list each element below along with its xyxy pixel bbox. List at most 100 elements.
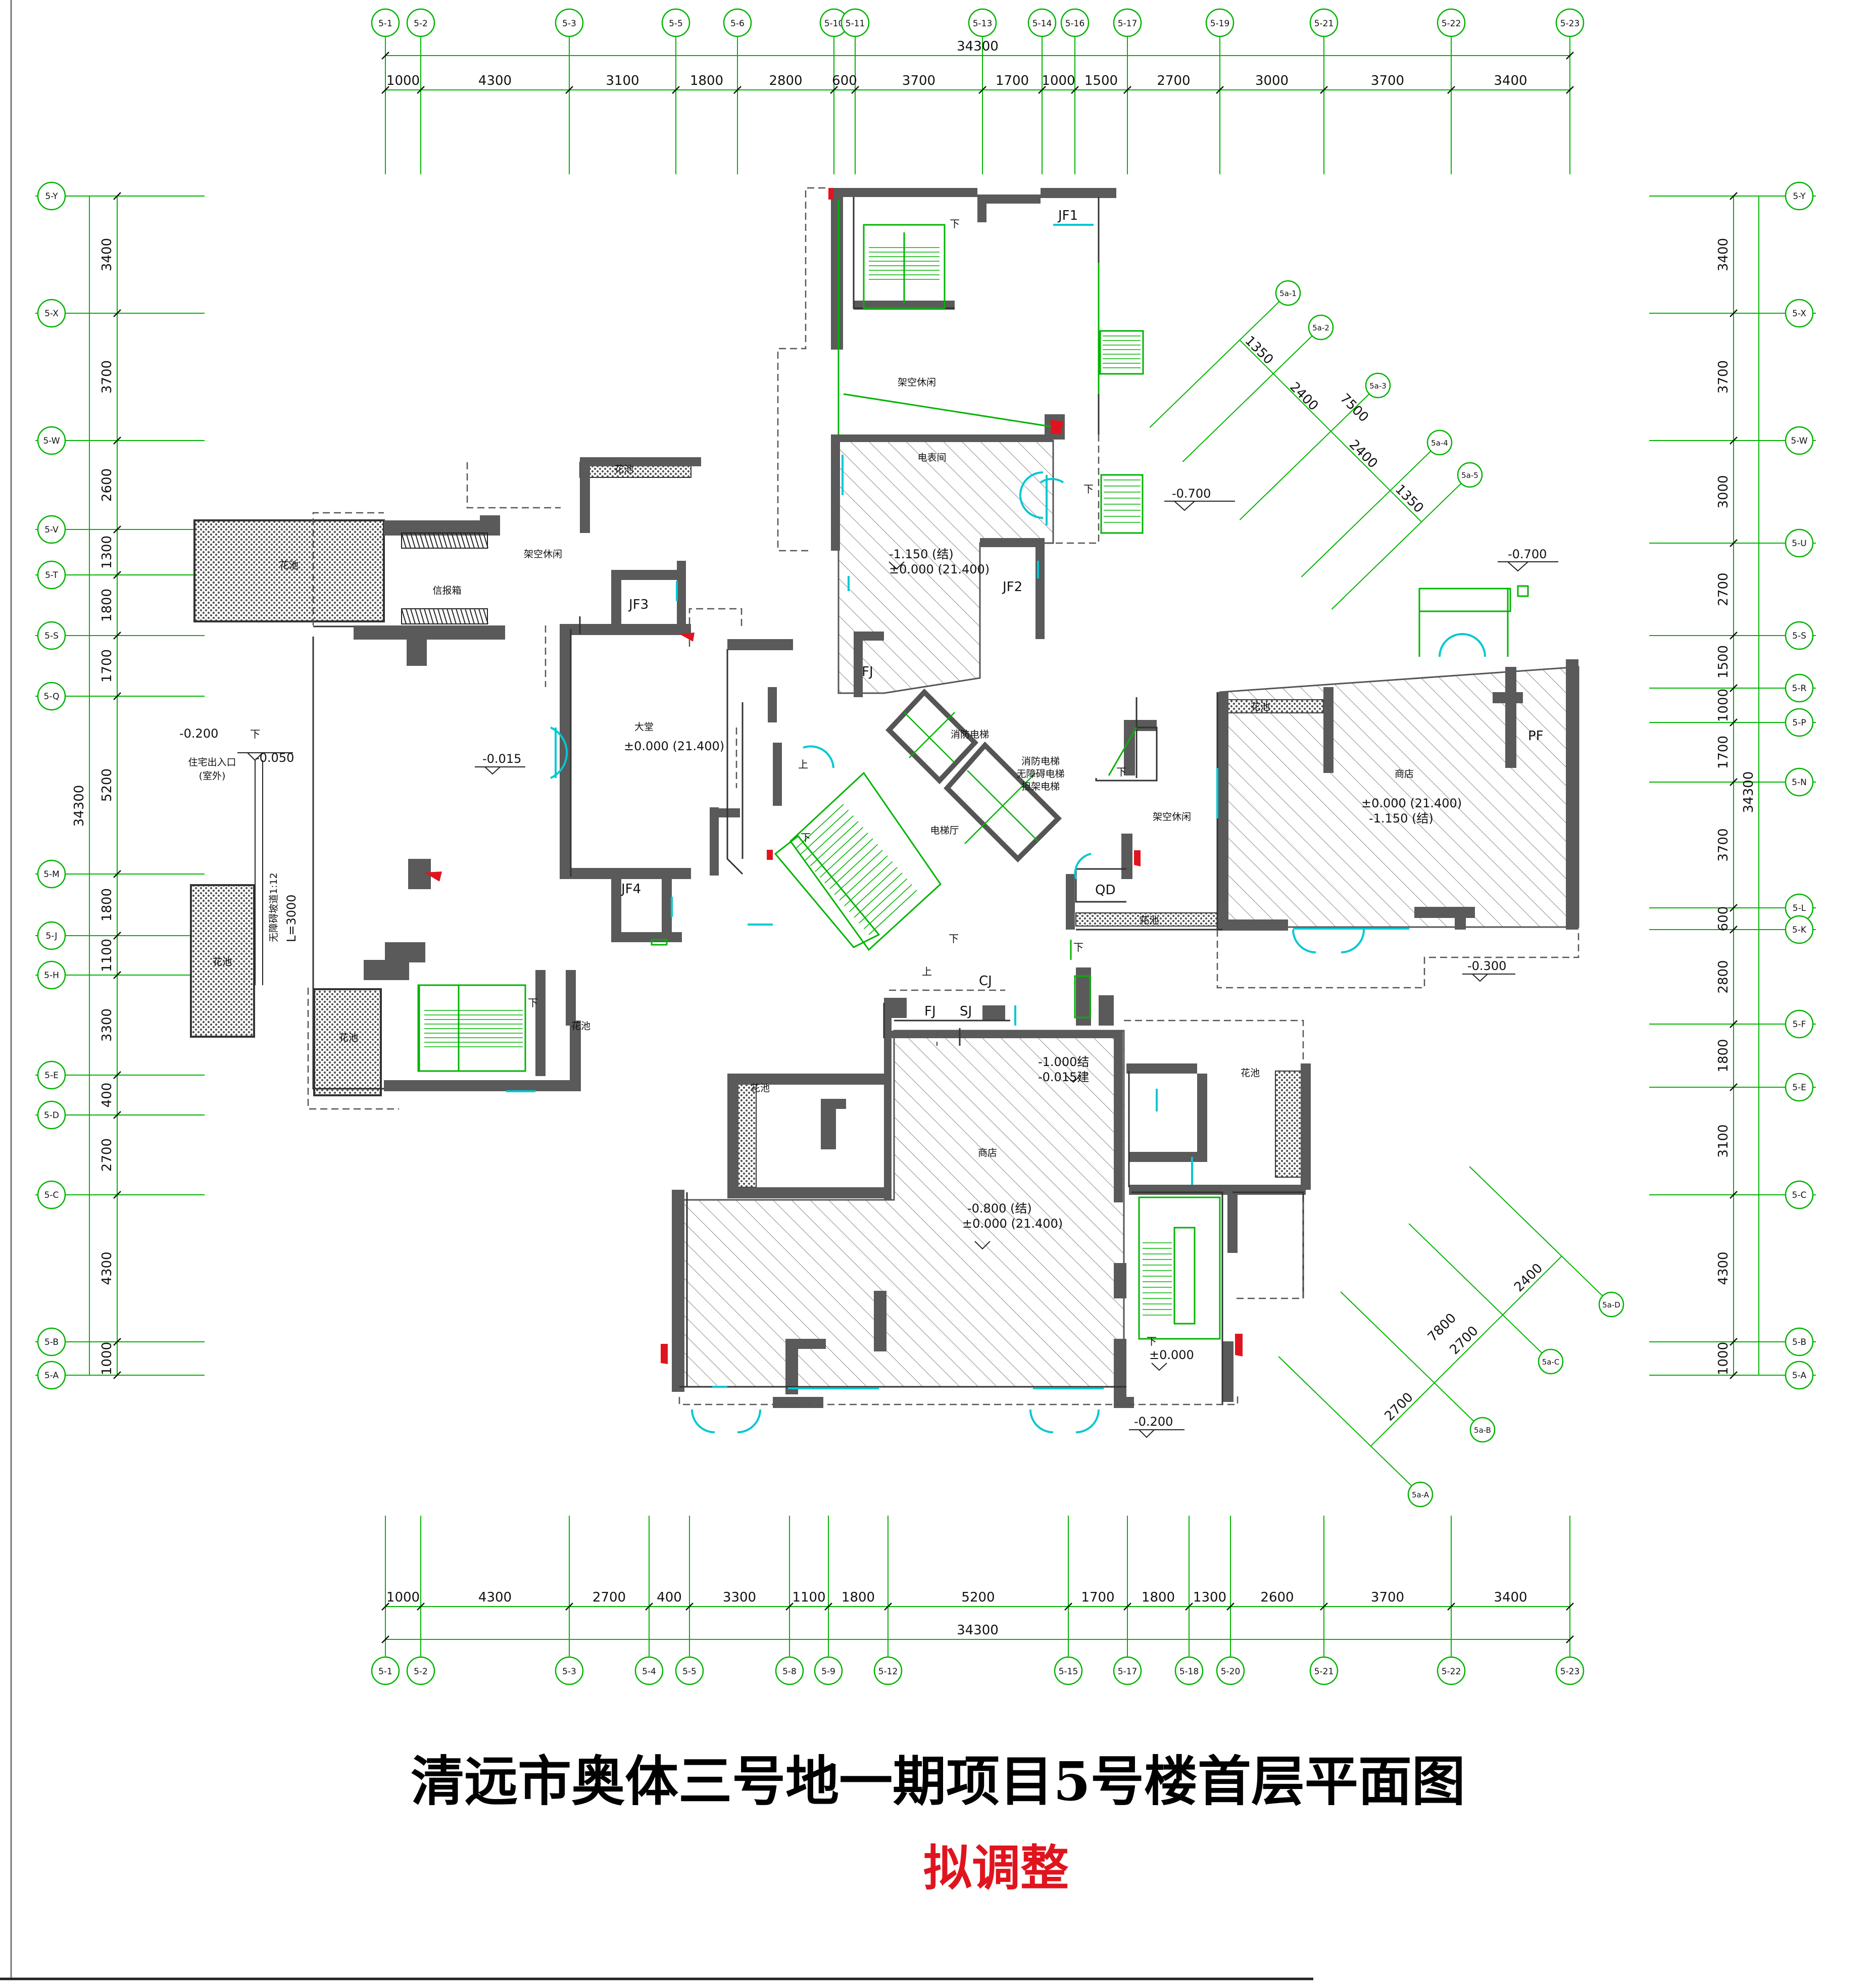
arrow-down-7: 下: [1073, 941, 1083, 953]
bottom-spacing: 4300: [478, 1590, 512, 1605]
label-jf4: JF4: [620, 882, 641, 897]
planter-s2: [1275, 1071, 1302, 1178]
lattice-bar: [465, 608, 470, 624]
label-pf: PF: [1528, 729, 1544, 744]
left-spacing: 3300: [100, 1008, 115, 1042]
label-ramp-length: L=3000: [284, 894, 299, 942]
left-bubble-label: 5-H: [44, 971, 59, 981]
lattice-bar: [474, 608, 479, 624]
label-jf3: JF3: [628, 597, 649, 612]
ne-bubble: [1457, 462, 1483, 488]
top-bubble: [968, 8, 997, 37]
top-bubble: [1309, 8, 1339, 37]
ne-spacing: 1350: [1242, 333, 1276, 367]
left-spacing: 1000: [100, 1342, 115, 1375]
top-tick: [830, 86, 838, 94]
bottom-bubble: [1054, 1656, 1083, 1685]
left-spacing: 400: [100, 1083, 115, 1108]
ne-spacing: 1350: [1392, 481, 1426, 516]
elev-dating: ±0.000 (21.400): [624, 739, 724, 753]
top-tick: [733, 86, 742, 94]
top-spacing: 3700: [1371, 73, 1404, 88]
label-dating: 大堂: [634, 721, 654, 733]
se-dim-line: [1370, 1255, 1562, 1447]
bottom-bubble-label: 5-5: [682, 1667, 697, 1677]
lattice-bar: [401, 608, 407, 624]
arrow-down-2: 下: [949, 933, 959, 945]
left-bubble-label: 5-A: [44, 1371, 59, 1381]
ne-bubble-label: 5a-3: [1369, 381, 1387, 391]
top-bubble-label: 5-6: [730, 19, 745, 29]
level-000: ±0.000: [1149, 1348, 1194, 1362]
lattice-bar: [419, 532, 425, 549]
label-huachi-2: 花池: [213, 956, 232, 967]
se-bubble: [1538, 1348, 1564, 1375]
lattice-bar: [406, 608, 411, 624]
top-bubble-label: 5-5: [669, 19, 683, 29]
left-spacing: 1300: [100, 536, 115, 569]
top-bubble-label: 5-16: [1065, 19, 1085, 29]
right-bubble: [1785, 673, 1814, 703]
top-spacing: 3400: [1494, 73, 1527, 88]
left-spacing: 2600: [100, 468, 115, 502]
bottom-bubble-label: 5-2: [414, 1667, 428, 1677]
right-tick: [1730, 684, 1738, 692]
right-tick: [1730, 437, 1738, 445]
right-spacing: 1800: [1716, 1039, 1731, 1072]
label-sj: SJ: [960, 1004, 972, 1019]
left-spacing: 3400: [100, 238, 115, 271]
lattice-bar: [433, 608, 438, 624]
arrow-down-4: 下: [528, 997, 538, 1009]
ne-gridline: [1182, 327, 1321, 462]
left-tick: [113, 932, 121, 940]
right-bubble: [1785, 426, 1814, 455]
left-tick: [113, 1191, 121, 1199]
top-bubble: [406, 8, 435, 37]
right-tick: [1730, 778, 1738, 786]
bottom-spacing: 2700: [593, 1590, 626, 1605]
top-spacing: 1700: [996, 73, 1029, 88]
label-huachi-1: 花池: [279, 560, 299, 571]
top-spacing: 2700: [1157, 73, 1190, 88]
ne-dim-line: [1239, 340, 1422, 522]
left-bubble: [37, 515, 66, 544]
bottom-bubble-label: 5-12: [878, 1667, 898, 1677]
label-cj: CJ: [979, 974, 992, 989]
top-bubble-label: 5-22: [1442, 19, 1461, 29]
bottom-bubble: [873, 1656, 903, 1685]
level-m0200a: -0.200: [179, 726, 218, 741]
bottom-bubble-label: 5-9: [821, 1667, 835, 1677]
ne-bubble-label: 5a-4: [1431, 439, 1448, 448]
right-bubble: [1785, 1361, 1814, 1390]
left-tick: [113, 1371, 121, 1379]
ne-bubble-label: 5a-5: [1461, 471, 1478, 480]
right-bubble-label: 5-B: [1792, 1337, 1806, 1347]
left-bubble: [37, 1100, 66, 1130]
left-bubble: [37, 299, 66, 328]
left-bubble-label: 5-Y: [45, 191, 58, 202]
left-tick: [113, 1111, 121, 1119]
bottom-bubble-label: 5-22: [1442, 1667, 1461, 1677]
left-spacing: 4300: [100, 1251, 115, 1285]
top-spacing: 1000: [386, 73, 420, 88]
bottom-tick: [1064, 1603, 1072, 1611]
left-spacing: 1100: [100, 939, 115, 972]
stair-tread: [849, 867, 898, 912]
left-bubble: [37, 960, 66, 990]
arrow-up-1: 上: [798, 758, 808, 770]
right-tick: [1730, 718, 1738, 726]
se-bubble-label: 5a-D: [1602, 1300, 1620, 1310]
left-tick: [113, 571, 121, 579]
level-m0700b: -0.700: [1508, 547, 1547, 561]
label-ramp: 无障碍坡道1:12: [268, 872, 279, 942]
se-bubble: [1598, 1291, 1624, 1318]
right-tick: [1730, 904, 1738, 912]
left-bubble-label: 5-J: [46, 931, 58, 941]
bottom-tick: [1566, 1635, 1574, 1643]
stair-tread: [800, 809, 849, 855]
level-m0015b: -0.015建: [1038, 1070, 1089, 1084]
label-dianbiao: 电表间: [917, 452, 946, 463]
